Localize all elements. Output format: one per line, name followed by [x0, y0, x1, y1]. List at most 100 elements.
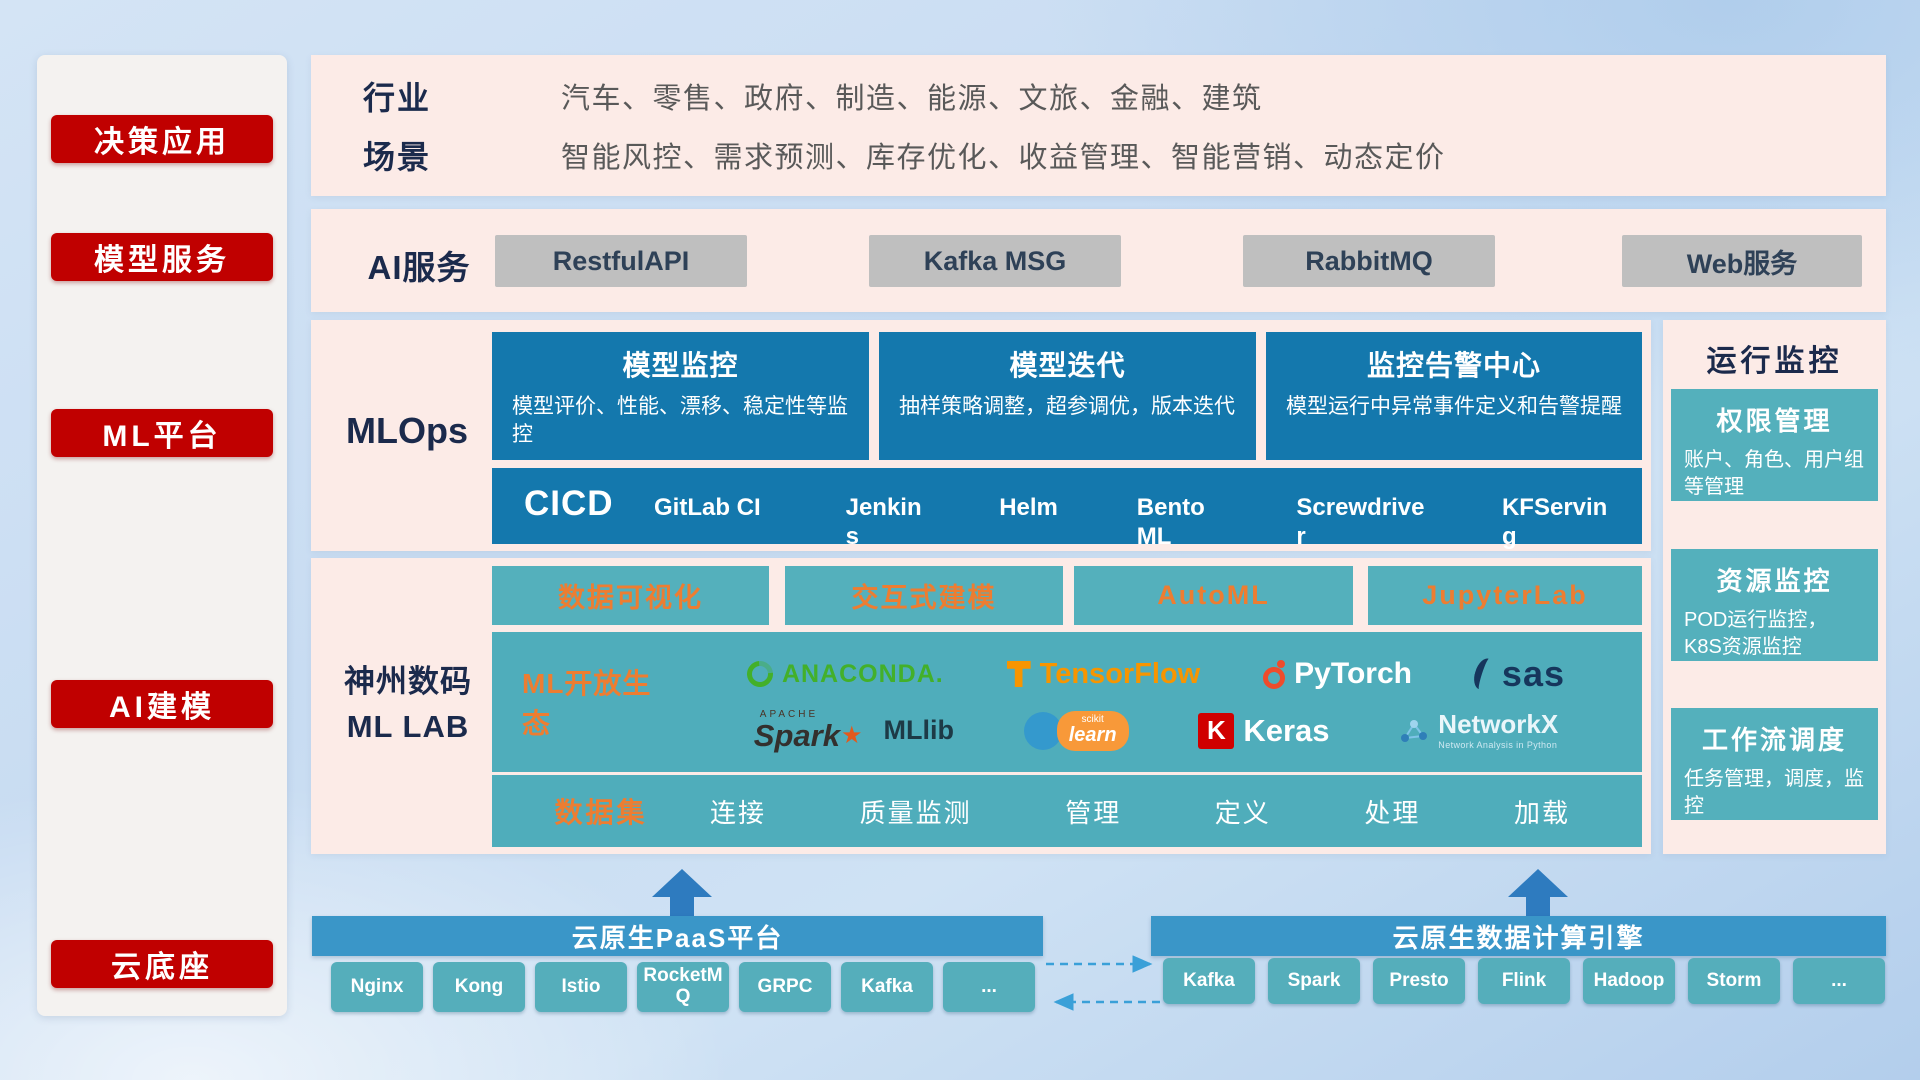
networkx-icon [1401, 719, 1428, 742]
paas-grpc: GRPC [739, 962, 831, 1012]
card-title: 模型迭代 [1009, 350, 1126, 381]
engine-more: ... [1793, 958, 1885, 1004]
card-desc: 账户、角色、用户组等管理 [1684, 449, 1864, 498]
paas-more: ... [943, 962, 1035, 1012]
ml-ecosystem-box: ML开放生态 ANACONDA. TensorFlow PyTorch [492, 632, 1642, 772]
card-title: 模型监控 [622, 350, 739, 381]
cicd-bentoml: BentoML [1136, 494, 1205, 550]
engine-presto: Presto [1373, 958, 1465, 1004]
scenario-row: 场景 智能风控、需求预测、库存优化、收益管理、智能营销、动态定价 [363, 127, 1856, 183]
monitor-card-workflow: 工作流调度 任务管理，调度，监控 [1671, 708, 1878, 820]
card-title: 工作流调度 [1701, 725, 1847, 755]
mllab-chip-interactive-modeling: 交互式建模 [785, 566, 1063, 625]
ecosystem-logos: ANACONDA. TensorFlow PyTorch sas [670, 632, 1642, 772]
cicd-label: CICD [524, 484, 614, 523]
monitor-card-resources: 资源监控 POD运行监控，K8S资源监控 [1671, 549, 1878, 661]
dataset-connect: 连接 [710, 797, 767, 828]
mllab-panel: 神州数码 ML LAB 数据可视化 交互式建模 AutoML JupyterLa… [311, 558, 1651, 854]
ai-service-label: AI服务 [367, 249, 471, 286]
dataset-manage: 管理 [1065, 797, 1122, 828]
dataset-label: 数据集 [554, 797, 648, 828]
cicd-screwdriver: Screwdriver [1296, 494, 1425, 550]
cicd-bar: CICD GitLab CI Jenkins Helm BentoML Scre… [492, 468, 1642, 550]
mllab-chip-jupyterlab: JupyterLab [1368, 566, 1642, 625]
data-flow-arrows-icon [1046, 955, 1160, 1011]
paas-bar: 云原生PaaS平台 [312, 916, 1043, 956]
tensorflow-icon [1006, 661, 1031, 687]
mlops-label: MLOps [346, 410, 468, 451]
data-engine-bar: 云原生数据计算引擎 [1151, 916, 1886, 956]
ai-service-restfulapi: RestfulAPI [495, 235, 747, 287]
mllab-chip-automl: AutoML [1074, 566, 1353, 625]
engine-kafka: Kafka [1163, 958, 1255, 1004]
up-arrow-icon [1508, 869, 1568, 917]
card-title: 资源监控 [1716, 566, 1833, 596]
sas-icon [1470, 656, 1498, 692]
runtime-monitor-panel: 运行监控 权限管理 账户、角色、用户组等管理 资源监控 POD运行监控，K8S资… [1663, 320, 1886, 854]
keras-icon: K [1198, 712, 1235, 749]
pytorch-icon [1263, 660, 1286, 689]
mllib-text: MLlib [883, 715, 954, 745]
industry-label: 行业 [363, 80, 432, 116]
logo-row-2: APACHE Spark ★ MLlib scikit learn [684, 709, 1628, 753]
dataset-items: 连接 质量监测 管理 定义 处理 加载 [710, 793, 1642, 830]
industry-scenario-panel: 行业 汽车、零售、政府、制造、能源、文旅、金融、建筑 场景 智能风控、需求预测、… [311, 55, 1886, 196]
mlops-card-model-iteration: 模型迭代 抽样策略调整，超参调优，版本迭代 [879, 332, 1256, 460]
dataset-define: 定义 [1214, 797, 1271, 828]
rail-item-ml-platform: ML平台 [51, 409, 273, 457]
spark-mllib-logo: APACHE Spark ★ MLlib [753, 709, 954, 753]
keras-logo: K Keras [1198, 712, 1330, 749]
mlops-panel: MLOps 模型监控 模型评价、性能、漂移、稳定性等监控 模型迭代 抽样策略调整… [311, 320, 1651, 551]
dataset-quality: 质量监测 [859, 797, 972, 828]
paas-rocketmq: RocketMQ [637, 962, 729, 1012]
networkx-logo: NetworkX Network Analysis in Python [1399, 711, 1558, 750]
mlops-card-model-monitoring: 模型监控 模型评价、性能、漂移、稳定性等监控 [492, 332, 869, 460]
up-arrow-icon [652, 869, 712, 917]
scikit-learn-logo: scikit learn [1023, 710, 1129, 751]
monitor-title: 运行监控 [1706, 345, 1843, 378]
scenario-label: 场景 [363, 139, 432, 175]
card-desc: POD运行监控，K8S资源监控 [1684, 609, 1828, 658]
mllab-label: 神州数码 ML LAB [325, 660, 491, 750]
dataset-process: 处理 [1364, 797, 1421, 828]
cicd-kfserving: KFServing [1501, 494, 1608, 550]
spark-apache-text: APACHE [759, 709, 819, 720]
ai-service-rabbitmq: RabbitMQ [1243, 235, 1495, 287]
engine-spark: Spark [1268, 958, 1360, 1004]
anaconda-icon [741, 655, 779, 693]
rail-item-decision-apps: 决策应用 [51, 115, 273, 163]
dataset-load: 加载 [1513, 797, 1570, 828]
rail-item-ai-modeling: AI建模 [51, 680, 273, 728]
card-title: 权限管理 [1716, 406, 1833, 436]
sas-logo: sas [1470, 653, 1565, 695]
cicd-jenkins: Jenkins [845, 494, 922, 550]
ai-service-panel: AI服务 RestfulAPI Kafka MSG RabbitMQ Web服务 [311, 209, 1886, 312]
ecosystem-label: ML开放生态 [522, 668, 652, 739]
paas-nginx: Nginx [331, 962, 423, 1012]
scikit-learn-icon [1023, 711, 1062, 750]
logo-row-1: ANACONDA. TensorFlow PyTorch sas [684, 653, 1628, 695]
cicd-gitlab-ci: GitLab CI [654, 494, 761, 521]
paas-istio: Istio [535, 962, 627, 1012]
rail-item-cloud-base: 云底座 [51, 940, 273, 988]
mllab-label-line1: 神州数码 [344, 664, 472, 699]
mllab-label-line2: ML LAB [346, 708, 470, 744]
card-desc: 抽样策略调整，超参调优，版本迭代 [899, 395, 1235, 418]
mlops-card-alert-center: 监控告警中心 模型运行中异常事件定义和告警提醒 [1266, 332, 1642, 460]
ai-service-web: Web服务 [1622, 235, 1862, 287]
mllab-chip-data-viz: 数据可视化 [492, 566, 769, 625]
industry-row: 行业 汽车、零售、政府、制造、能源、文旅、金融、建筑 [363, 68, 1856, 124]
card-desc: 模型评价、性能、漂移、稳定性等监控 [512, 395, 848, 446]
paas-kafka: Kafka [841, 962, 933, 1012]
industry-text: 汽车、零售、政府、制造、能源、文旅、金融、建筑 [561, 83, 1263, 115]
dataset-strip: 数据集 连接 质量监测 管理 定义 处理 加载 [492, 775, 1642, 847]
cicd-helm: Helm [999, 494, 1058, 521]
rail-item-model-services: 模型服务 [51, 233, 273, 281]
left-rail: 决策应用 模型服务 ML平台 AI建模 云底座 [37, 55, 287, 1016]
tensorflow-logo: TensorFlow [1006, 658, 1200, 691]
pytorch-logo: PyTorch [1263, 657, 1412, 691]
card-title: 监控告警中心 [1366, 350, 1541, 381]
scenario-text: 智能风控、需求预测、库存优化、收益管理、智能营销、动态定价 [561, 142, 1446, 174]
ai-service-kafka-msg: Kafka MSG [869, 235, 1121, 287]
